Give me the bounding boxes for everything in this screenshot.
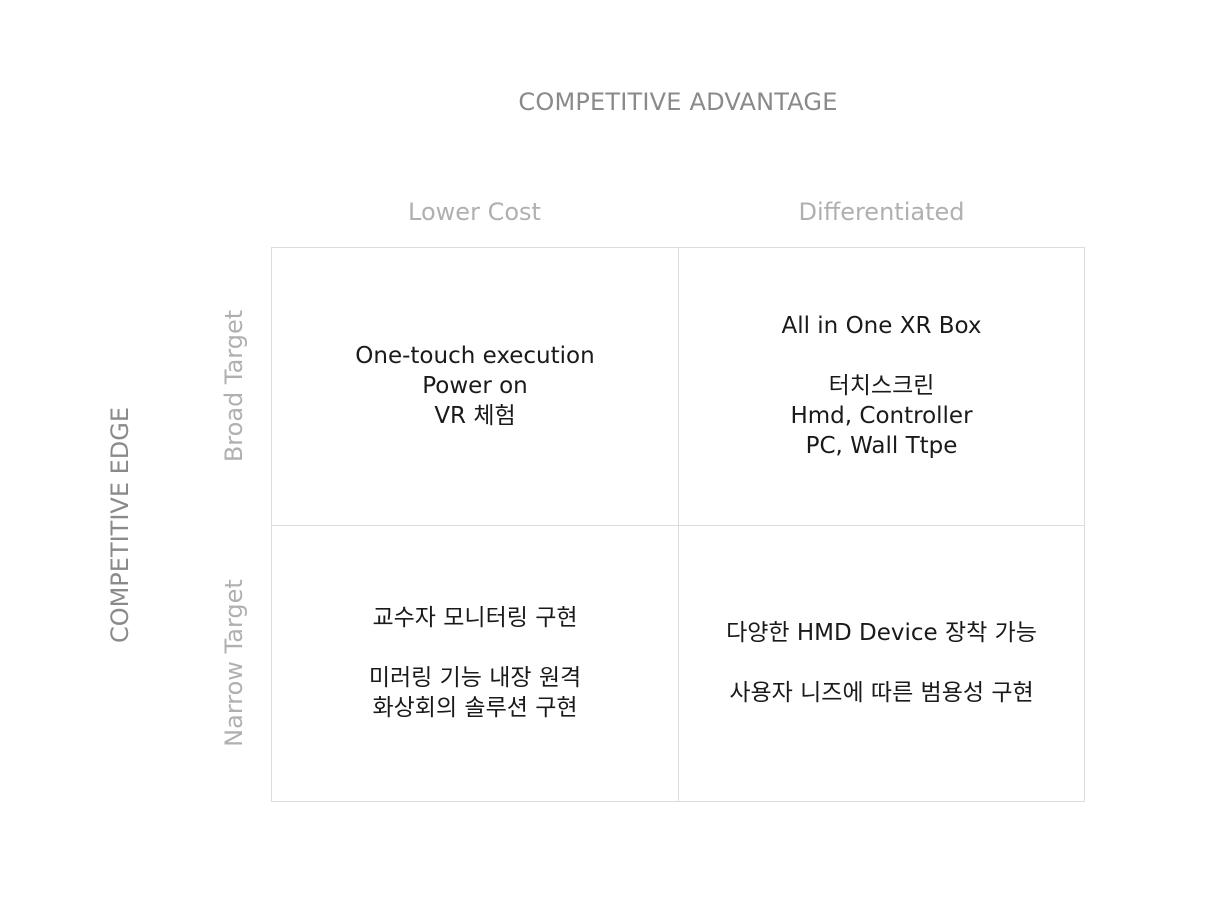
cell-line: One-touch execution [355, 343, 595, 370]
cell-broad-lower-cost: One-touch execution Power on VR 체험 [272, 248, 678, 525]
cell-line: Power on [422, 373, 528, 400]
row-header-broad-target: Broad Target [220, 309, 248, 463]
cell-narrow-differentiated: 다양한 HMD Device 장착 가능 사용자 니즈에 따른 범용성 구현 [678, 524, 1084, 801]
cell-heading: 교수자 모니터링 구현 [372, 605, 578, 632]
column-header-differentiated: Differentiated [798, 198, 965, 226]
cell-line: Hmd, Controller [790, 403, 973, 430]
cell-heading: 다양한 HMD Device 장착 가능 [726, 620, 1037, 647]
cell-heading: All in One XR Box [781, 313, 982, 340]
cell-broad-differentiated: All in One XR Box 터치스크린 Hmd, Controller … [678, 248, 1084, 525]
column-header-lower-cost: Lower Cost [408, 198, 541, 226]
cell-line: PC, Wall Ttpe [805, 433, 958, 460]
cell-line: VR 체험 [434, 403, 516, 430]
cell-line: 터치스크린 [828, 373, 935, 400]
cell-line: 화상회의 솔루션 구현 [372, 695, 578, 722]
row-header-narrow-target: Narrow Target [220, 579, 248, 747]
cell-line: 미러링 기능 내장 원격 [368, 665, 582, 692]
competitive-edge-title: COMPETITIVE EDGE [106, 406, 134, 644]
competitive-advantage-title: COMPETITIVE ADVANTAGE [518, 88, 838, 116]
cell-line: 사용자 니즈에 따른 범용성 구현 [729, 680, 1034, 707]
strategy-matrix: One-touch execution Power on VR 체험 All i… [271, 247, 1085, 802]
cell-narrow-lower-cost: 교수자 모니터링 구현 미러링 기능 내장 원격 화상회의 솔루션 구현 [272, 524, 678, 802]
